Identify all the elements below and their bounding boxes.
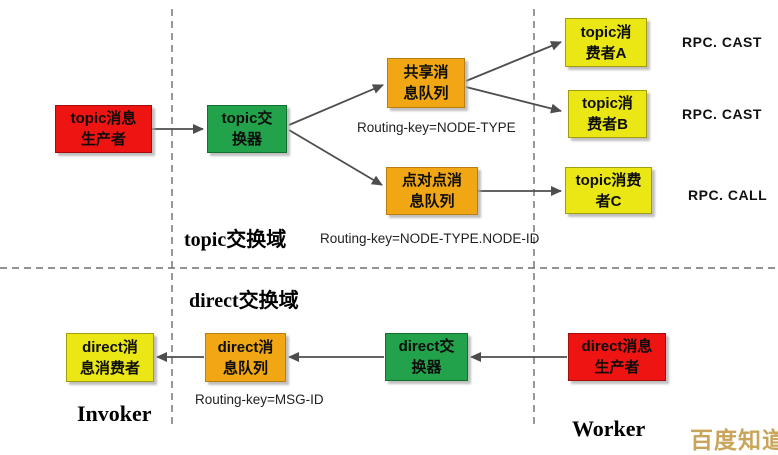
node-label: direct消息 — [581, 338, 653, 355]
shared-queue-node: 共享消 息队列 — [387, 58, 465, 108]
node-label: topic消息 — [70, 110, 137, 127]
node-label: 息队列 — [409, 193, 455, 210]
topic-domain-title: topic交换域 — [184, 229, 287, 251]
routing-key-node-type-node-id-label: Routing-key=NODE-TYPE.NODE-ID — [320, 231, 540, 246]
baidu-zhidao-watermark: 百度知道 — [690, 427, 778, 453]
topic-consumer-b-node: topic消 费者B — [568, 90, 647, 138]
rpc-cast-a-label: RPC. CAST — [682, 34, 762, 50]
node-label: topic交 — [221, 110, 273, 127]
node-label: topic消 — [580, 23, 632, 41]
direct-exchange-node: direct交 换器 — [385, 333, 468, 381]
node-label: 息队列 — [222, 359, 268, 377]
routing-key-msg-id-label: Routing-key=MSG-ID — [195, 392, 324, 407]
node-label: 息队列 — [403, 85, 449, 102]
topic-consumer-a-node: topic消 费者A — [565, 18, 647, 67]
direct-producer-node: direct消息 生产者 — [568, 333, 666, 381]
node-label: 换器 — [231, 131, 262, 148]
node-label: direct消 — [82, 338, 138, 356]
rpc-call-c-label: RPC. CALL — [688, 187, 768, 203]
topic-producer-node: topic消息 生产者 — [55, 105, 152, 153]
node-label: 生产者 — [594, 359, 640, 376]
p2p-queue-node: 点对点消 息队列 — [386, 167, 478, 215]
node-label: 共享消 — [403, 64, 449, 81]
node-label: topic消 — [582, 95, 633, 112]
node-label: 换器 — [411, 359, 442, 376]
arrow-shared-queue-to-consumer-b — [465, 86, 562, 114]
node-label: 费者B — [587, 116, 628, 133]
node-label: direct交 — [398, 338, 455, 355]
worker-label: Worker — [572, 416, 646, 441]
node-label: 息消费者 — [79, 359, 140, 377]
node-label: topic消费 — [575, 171, 642, 189]
node-label: direct消 — [217, 338, 274, 356]
arrow-topic-exchange-to-p2p-queue — [288, 129, 383, 186]
direct-domain-title: direct交换域 — [189, 290, 299, 312]
topic-consumer-c-node: topic消费 者C — [565, 167, 652, 214]
node-label: 生产者 — [80, 131, 126, 148]
arrow-topic-exchange-to-shared-queue — [288, 84, 384, 126]
routing-key-node-type-label: Routing-key=NODE-TYPE — [357, 120, 516, 135]
topic-exchange-node: topic交 换器 — [207, 105, 287, 153]
direct-consumer-node: direct消 息消费者 — [66, 333, 154, 382]
invoker-label: Invoker — [77, 401, 152, 426]
node-label: 点对点消 — [401, 172, 462, 189]
direct-queue-node: direct消 息队列 — [205, 333, 286, 382]
arrow-shared-queue-to-consumer-a — [465, 41, 562, 82]
node-label: 费者A — [585, 44, 627, 62]
node-label: 者C — [595, 192, 622, 210]
rpc-cast-b-label: RPC. CAST — [682, 106, 762, 122]
